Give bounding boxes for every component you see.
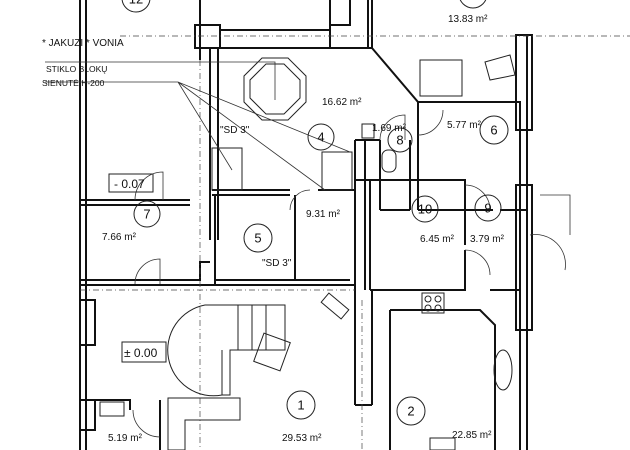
sofa-icon <box>167 397 241 450</box>
room-10-area: 6.45 m² <box>420 234 455 245</box>
room-number-12: 12 <box>121 0 151 13</box>
level-box-minus <box>108 173 154 193</box>
svg-text:4: 4 <box>317 130 324 145</box>
armchair-icon <box>253 332 291 372</box>
room-number-8: 8 <box>387 127 413 153</box>
room-1-area: 29.53 m² <box>282 433 322 444</box>
room-11-area: 13.83 m² <box>448 14 488 25</box>
svg-text:10: 10 <box>418 202 432 217</box>
toilet-icon <box>381 149 397 173</box>
room-8-area: 1.69 m² <box>372 123 407 134</box>
room-2-area: 22.85 m² <box>452 430 492 441</box>
svg-text:2: 2 <box>407 404 414 419</box>
level-box-zero <box>121 341 167 363</box>
jacuzzi-note: * JAKUZI * VONIA <box>42 38 124 49</box>
room-number-1: 1 <box>286 390 316 420</box>
fixtures <box>99 54 516 450</box>
svg-text:12: 12 <box>129 0 143 7</box>
washbasin-icon <box>99 401 125 417</box>
room-9-area: 3.79 m² <box>470 234 505 245</box>
sink-icon <box>361 123 375 139</box>
glass-block-note: STIKLO BLOKŲ <box>46 64 107 74</box>
room-number-11 <box>459 0 487 9</box>
svg-text:6: 6 <box>490 123 497 138</box>
room-number-5: 5 <box>243 223 273 253</box>
door-swings <box>132 109 571 438</box>
shower-tray-icon <box>211 147 243 191</box>
room-7-area: 7.66 m² <box>102 232 137 243</box>
room-number-10: 10 <box>411 195 439 223</box>
spiral-stair-icon <box>167 304 286 397</box>
level-zero: ± 0.00 <box>124 346 158 360</box>
sd3-label-bottom: "SD 3" <box>262 258 292 269</box>
room-number-4: 4 <box>307 123 335 151</box>
svg-text:1: 1 <box>297 398 304 413</box>
walls <box>79 0 533 450</box>
tv-icon <box>320 292 350 320</box>
room-number-7: 7 <box>133 200 161 228</box>
svg-text:9: 9 <box>484 201 491 216</box>
room-number-2: 2 <box>396 396 426 426</box>
room-number-6: 6 <box>479 115 509 145</box>
room-3-area: 5.19 m² <box>108 433 143 444</box>
svg-text:8: 8 <box>396 133 403 148</box>
wall-height-note: SIENUTĖ H-200 <box>42 78 105 88</box>
svg-text:5: 5 <box>254 231 261 246</box>
stove-icon <box>421 292 445 314</box>
jacuzzi-tub-icon <box>243 57 307 121</box>
boiler-icon <box>419 59 463 97</box>
sd3-label-top: "SD 3" <box>220 125 250 136</box>
room-5-area: 9.31 m² <box>306 209 341 220</box>
double-sink-icon <box>493 349 513 391</box>
note-leaders <box>45 61 351 191</box>
room-6-area: 5.77 m² <box>447 120 482 131</box>
room-4-area: 16.62 m² <box>322 97 362 108</box>
room-number-9: 9 <box>474 194 502 222</box>
level-minus: - 0.07 <box>114 177 145 191</box>
dining-chairs-icon <box>429 437 456 450</box>
svg-text:7: 7 <box>143 207 150 222</box>
